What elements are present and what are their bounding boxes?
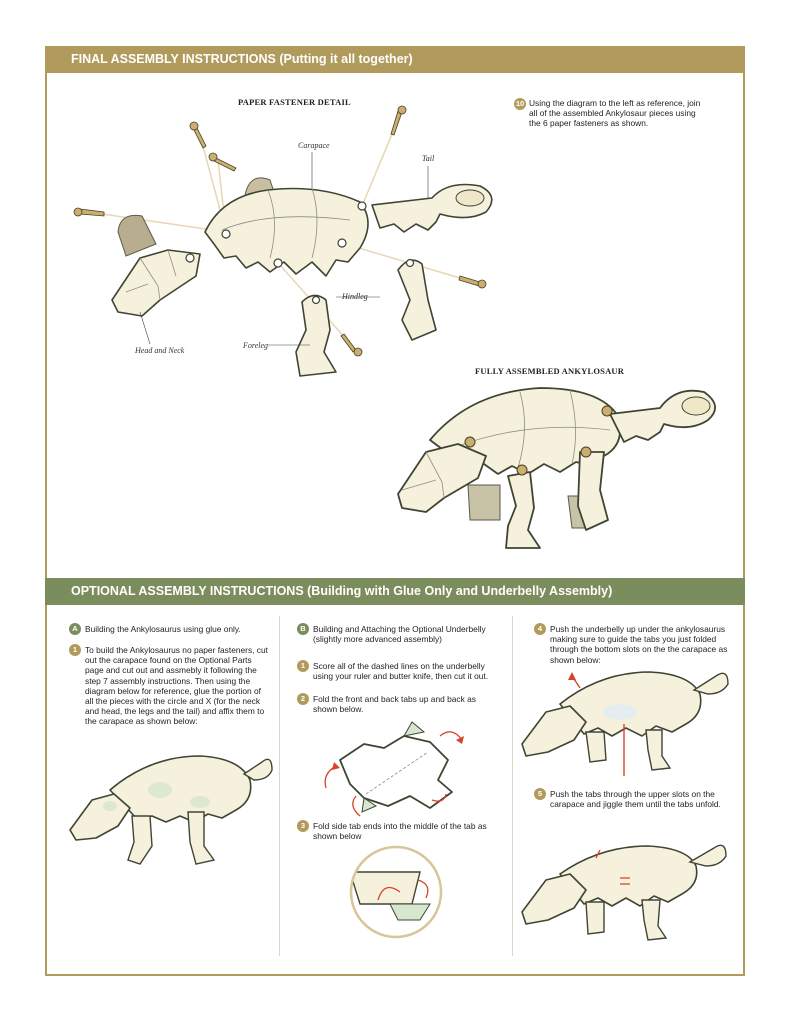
label-tail: Tail	[422, 154, 435, 163]
col2-step-1-text: Score all of the dashed lines on the und…	[313, 661, 489, 682]
step-b-badge: B	[297, 623, 309, 635]
step-10-badge: 10	[514, 98, 526, 110]
col2-step-2-text: Fold the front and back tabs up and back…	[313, 694, 476, 715]
col2-step-1-badge: 1	[297, 660, 309, 672]
column-divider-2	[512, 616, 513, 956]
col1-step-1-badge: 1	[69, 644, 81, 656]
col2-step-2-badge: 2	[297, 693, 309, 705]
fastener-detail-title: PAPER FASTENER DETAIL	[238, 97, 351, 107]
step-4-text: Push the underbelly up under the ankylos…	[550, 624, 728, 665]
label-head-and-neck: Head and Neck	[135, 346, 185, 355]
optional-assembly-header: OPTIONAL ASSEMBLY INSTRUCTIONS (Building…	[45, 578, 745, 605]
step-5-text: Push the tabs through the upper slots on…	[550, 789, 721, 810]
label-carapace: Carapace	[298, 141, 330, 150]
step-5-badge: 5	[534, 788, 546, 800]
label-foreleg: Foreleg	[243, 341, 269, 350]
step-4-badge: 4	[534, 623, 546, 635]
fully-assembled-title: FULLY ASSEMBLED ANKYLOSAUR	[475, 366, 625, 376]
final-assembly-header: FINAL ASSEMBLY INSTRUCTIONS (Putting it …	[45, 46, 745, 73]
step-a-text: Building the Ankylosaurus using glue onl…	[85, 624, 241, 634]
step-10-text: Using the diagram to the left as referen…	[529, 98, 701, 129]
col2-step-3-badge: 3	[297, 820, 309, 832]
label-hindleg: Hindleg	[342, 292, 368, 301]
col1-step-1-text: To build the Ankylosaurus no paper faste…	[85, 645, 268, 727]
step-a-badge: A	[69, 623, 81, 635]
column-divider-1	[279, 616, 280, 956]
col2-step-3-text: Fold side tab ends into the middle of th…	[313, 821, 487, 842]
step-b-text: Building and Attaching the Optional Unde…	[313, 624, 486, 645]
